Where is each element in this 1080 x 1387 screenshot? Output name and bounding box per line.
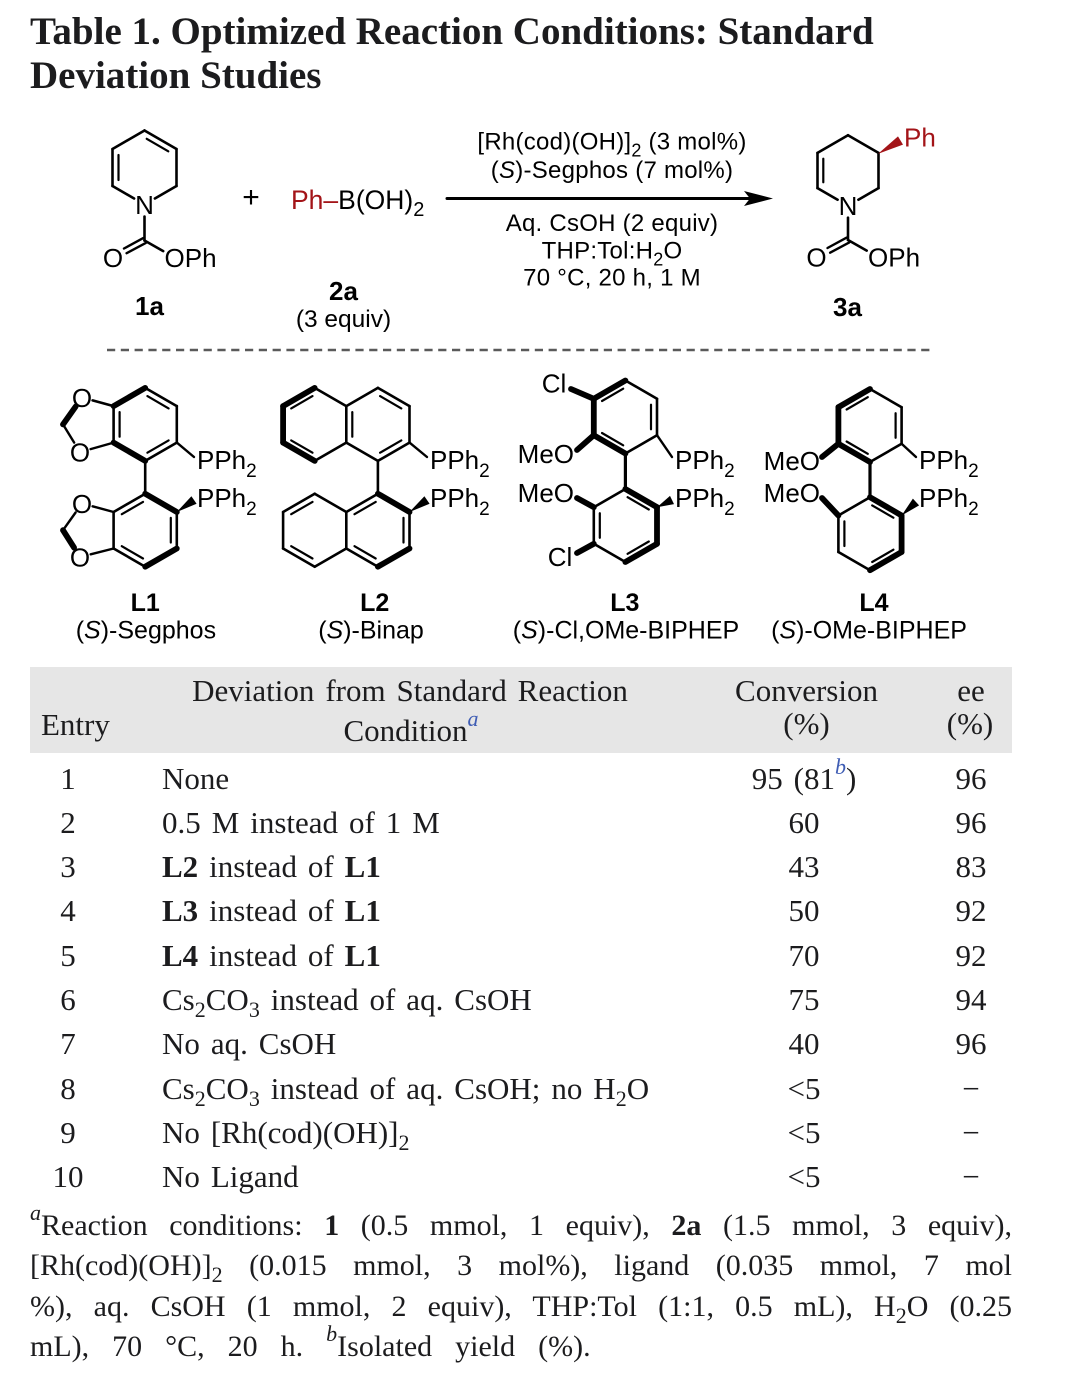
svg-text:Aq. CsOH (2 equiv): Aq. CsOH (2 equiv) [506,210,719,237]
svg-text:(S)-OMe-BIPHEP: (S)-OMe-BIPHEP [771,617,967,645]
svg-text:L1: L1 [131,589,160,617]
svg-text:MeO: MeO [518,439,574,469]
svg-text:L4: L4 [859,589,888,617]
svg-text:N: N [839,191,858,221]
svg-text:PPh2: PPh2 [197,445,257,482]
svg-text:PPh2: PPh2 [919,483,979,520]
svg-text:O: O [70,543,90,573]
svg-text:(S)-Binap: (S)-Binap [318,617,424,645]
svg-text:(S)-Segphos: (S)-Segphos [76,617,216,645]
svg-text:+: + [242,181,260,214]
svg-text:Ph–B(OH)2: Ph–B(OH)2 [291,185,424,221]
svg-text:O: O [72,489,92,519]
svg-text:(S)-Segphos (7 mol%): (S)-Segphos (7 mol%) [491,157,733,184]
svg-text:PPh2: PPh2 [919,445,979,482]
svg-text:OPh: OPh [868,243,920,273]
svg-text:(3 equiv): (3 equiv) [296,306,391,333]
svg-text:3a: 3a [833,292,862,322]
svg-text:O: O [103,243,123,273]
svg-text:OPh: OPh [165,243,217,273]
svg-text:O: O [70,438,90,468]
svg-text:PPh2: PPh2 [430,483,490,520]
svg-text:(S)-Cl,OMe-BIPHEP: (S)-Cl,OMe-BIPHEP [513,617,739,645]
svg-text:PPh2: PPh2 [675,445,735,482]
svg-text:2a: 2a [329,276,358,306]
svg-text:MeO: MeO [764,478,820,508]
svg-text:70 °C, 20 h, 1 M: 70 °C, 20 h, 1 M [523,265,701,292]
svg-text:PPh2: PPh2 [197,483,257,520]
svg-text:Cl: Cl [548,542,573,572]
svg-text:L3: L3 [610,589,639,617]
svg-text:N: N [135,190,154,220]
svg-text:MeO: MeO [518,478,574,508]
svg-text:PPh2: PPh2 [430,445,490,482]
svg-text:O: O [806,243,826,273]
svg-text:L2: L2 [360,589,389,617]
svg-text:[Rh(cod)(OH)]2 (3 mol%): [Rh(cod)(OH)]2 (3 mol%) [477,129,746,161]
svg-text:1a: 1a [135,291,164,321]
svg-text:O: O [72,383,92,413]
svg-text:MeO: MeO [764,446,820,476]
svg-text:Cl: Cl [542,369,567,399]
svg-text:Ph: Ph [904,123,936,153]
svg-text:PPh2: PPh2 [675,483,735,520]
